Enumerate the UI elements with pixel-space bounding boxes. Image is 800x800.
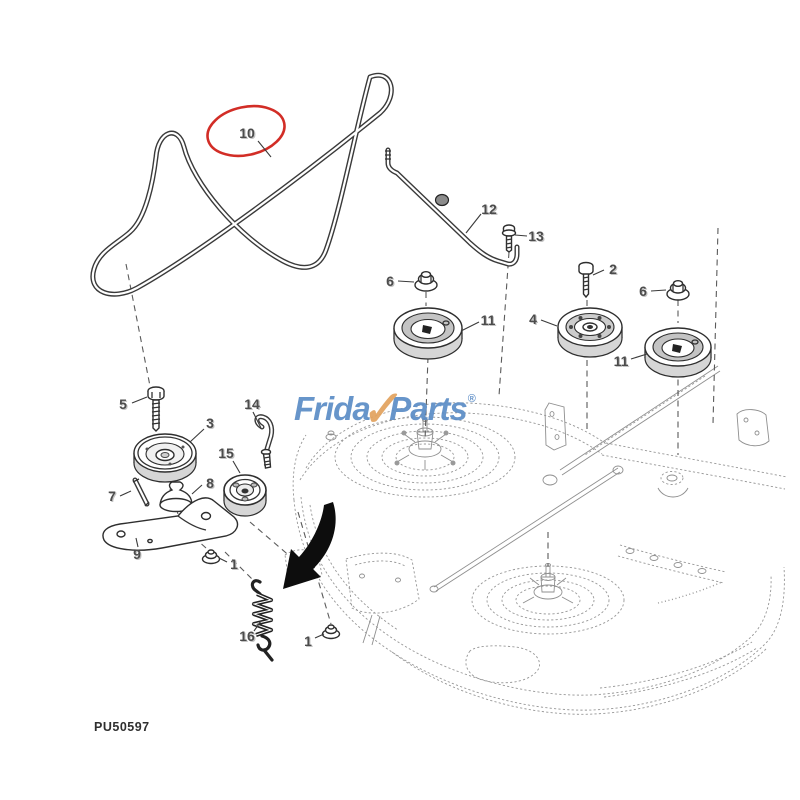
callout-3: 3 [206,415,214,431]
callout-12: 12 [481,201,497,217]
spring-16 [250,579,274,662]
deck-spindle-front [334,416,516,498]
deck-spindle-rear [471,563,625,635]
pulley-11-right [644,327,712,378]
callout-1-left: 1 [230,556,238,572]
callout-11-right: 11 [613,353,629,369]
drawing-part-code: PU50597 [94,720,150,734]
callout-8: 8 [206,475,214,491]
callout-11-center: 11 [480,312,496,328]
bolt-13 [501,224,517,253]
hook-14 [254,414,275,469]
bolt-2 [578,261,594,299]
exploded-leader-lines [125,251,679,625]
watermark-text-end: Parts [389,390,468,427]
callout-9: 9 [133,546,141,562]
nut-1-right [321,624,341,640]
callout-15: 15 [218,445,234,461]
spacer-8 [159,481,193,513]
callout-1-right: 1 [304,633,312,649]
watermark-logo: Frida✓Parts® [294,377,476,437]
callout-4: 4 [529,311,537,327]
callout-6-right: 6 [639,283,647,299]
mower-deck-drawing [284,227,788,715]
watermark-text-start: Frida [294,390,371,427]
callout-5: 5 [119,396,127,412]
highlight-ellipse [206,104,286,158]
direction-arrow-icon [283,502,336,589]
callout-16: 16 [239,628,255,644]
callout-10: 10 [239,125,255,141]
callout-13: 13 [528,228,544,244]
bolt-5 [147,386,165,432]
drive-belt [90,72,394,297]
callout-2: 2 [609,261,617,277]
flange-nut-6-left [414,271,438,292]
callout-14: 14 [244,396,260,412]
nut-1-left [201,549,221,565]
callout-7: 7 [108,488,116,504]
idler-arm-9 [102,497,239,551]
pulley-15 [223,474,267,517]
check-mark-icon: ✓ [357,381,400,437]
lift-rod-12 [385,147,520,267]
pulley-4 [557,307,623,358]
callout-6-left: 6 [386,273,394,289]
callout-leader-lines [119,140,667,639]
registered-mark: ® [467,393,476,405]
pulley-11-center [393,307,463,360]
flange-nut-6-right [666,280,690,301]
pulley-3 [133,433,197,483]
pin-7 [132,477,150,507]
